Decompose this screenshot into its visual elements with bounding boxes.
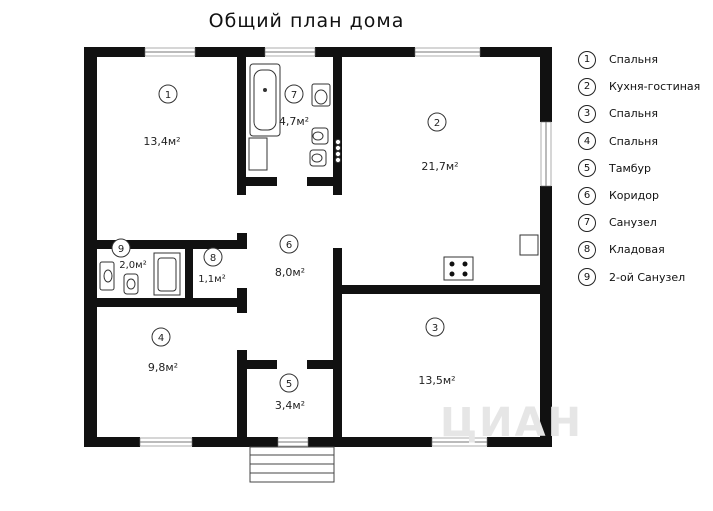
legend-label: Тамбур (609, 161, 652, 175)
legend-item: 7 Санузел (578, 209, 713, 236)
room-6-area: 8,0м² (275, 266, 305, 279)
room-9-number: 9 (118, 244, 124, 255)
room-4-marker: 4 9,8м² (148, 327, 178, 374)
room-5-number: 5 (286, 379, 292, 390)
window-top-3 (414, 47, 481, 57)
legend-label: Спальня (609, 53, 658, 67)
legend-item: 9 2-ой Санузел (578, 264, 713, 291)
room-3-number: 3 (432, 323, 438, 334)
room-6-number: 6 (286, 240, 292, 251)
bathroom-9-fixtures (99, 252, 181, 296)
plan-title: Общий план дома (208, 10, 405, 32)
window-bottom-3 (431, 437, 488, 447)
room-1-number: 1 (165, 90, 171, 101)
interior-walls (97, 57, 540, 447)
legend-number: 7 (578, 213, 596, 232)
legend-label: 2-ой Санузел (609, 270, 686, 284)
legend-label: Коридор (609, 189, 659, 203)
legend-number: 4 (578, 132, 596, 151)
legend-item: 8 Кладовая (578, 236, 713, 263)
room-6-marker: 6 8,0м² (275, 234, 305, 279)
room-markers: 1 13,4м² 2 21,7м² 3 13,5м² 4 9,8м² 5 3,4… (111, 84, 459, 412)
stove-icon (443, 256, 474, 281)
room-5-area: 3,4м² (275, 399, 305, 412)
legend-label: Спальня (609, 134, 658, 148)
legend-item: 1 Спальня (578, 46, 713, 73)
room-1-area: 13,4м² (143, 135, 180, 148)
room-3-marker: 3 13,5м² (418, 317, 456, 387)
legend-number: 8 (578, 240, 596, 259)
legend-item: 3 Спальня (578, 100, 713, 127)
legend-label: Санузел (609, 216, 657, 230)
legend-item: 5 Тамбур (578, 155, 713, 182)
shower-icon (153, 252, 181, 296)
legend-item: 4 Спальня (578, 128, 713, 155)
window-bottom-2 (277, 437, 309, 447)
room-3-area: 13,5м² (418, 374, 455, 387)
bidet-icon (309, 149, 327, 167)
window-top-2 (264, 47, 316, 57)
entrance-steps (249, 446, 335, 483)
room-4-number: 4 (158, 333, 164, 344)
room-8-marker: 8 1,1м² (198, 247, 226, 285)
bathtub-icon (249, 63, 281, 137)
room-8-number: 8 (210, 253, 216, 264)
windows (139, 47, 552, 447)
window-right (540, 121, 552, 187)
room-9-area: 2,0м² (119, 260, 146, 271)
window-top-1 (144, 47, 196, 57)
toilet-icon (311, 127, 329, 145)
bathroom-7-fixtures (248, 63, 342, 171)
window-bottom-1 (139, 437, 193, 447)
kitchen-fixtures (443, 234, 539, 281)
fridge-icon (519, 234, 539, 256)
legend-label: Спальня (609, 107, 658, 121)
room-8-area: 1,1м² (198, 274, 225, 285)
room-7-marker: 7 4,7м² (279, 84, 309, 128)
legend-number: 6 (578, 186, 596, 205)
legend-number: 3 (578, 104, 596, 123)
legend-label: Кладовая (609, 243, 665, 257)
legend-label: Кухня-гостиная (609, 80, 701, 94)
room-7-area: 4,7м² (279, 115, 309, 128)
room-2-area: 21,7м² (421, 160, 458, 173)
heater-icon (334, 138, 342, 146)
room-9-marker: 9 2,0м² (111, 238, 147, 271)
room-1-marker: 1 13,4м² (143, 84, 181, 148)
room-2-number: 2 (434, 118, 440, 129)
sink-icon-2 (99, 261, 115, 291)
legend-number: 5 (578, 159, 596, 178)
legend-number: 1 (578, 50, 596, 69)
room-5-marker: 5 3,4м² (275, 373, 305, 412)
toilet-icon-2 (123, 273, 139, 295)
legend-item: 6 Коридор (578, 182, 713, 209)
room-4-area: 9,8м² (148, 361, 178, 374)
room-7-number: 7 (291, 90, 297, 101)
room-2-marker: 2 21,7м² (421, 112, 459, 173)
sink-icon (311, 83, 331, 107)
legend-number: 9 (578, 268, 596, 287)
legend-number: 2 (578, 77, 596, 96)
cabinet-icon (248, 137, 268, 171)
watermark-logo: ЦИАН (440, 400, 584, 446)
legend-item: 2 Кухня-гостиная (578, 73, 713, 100)
